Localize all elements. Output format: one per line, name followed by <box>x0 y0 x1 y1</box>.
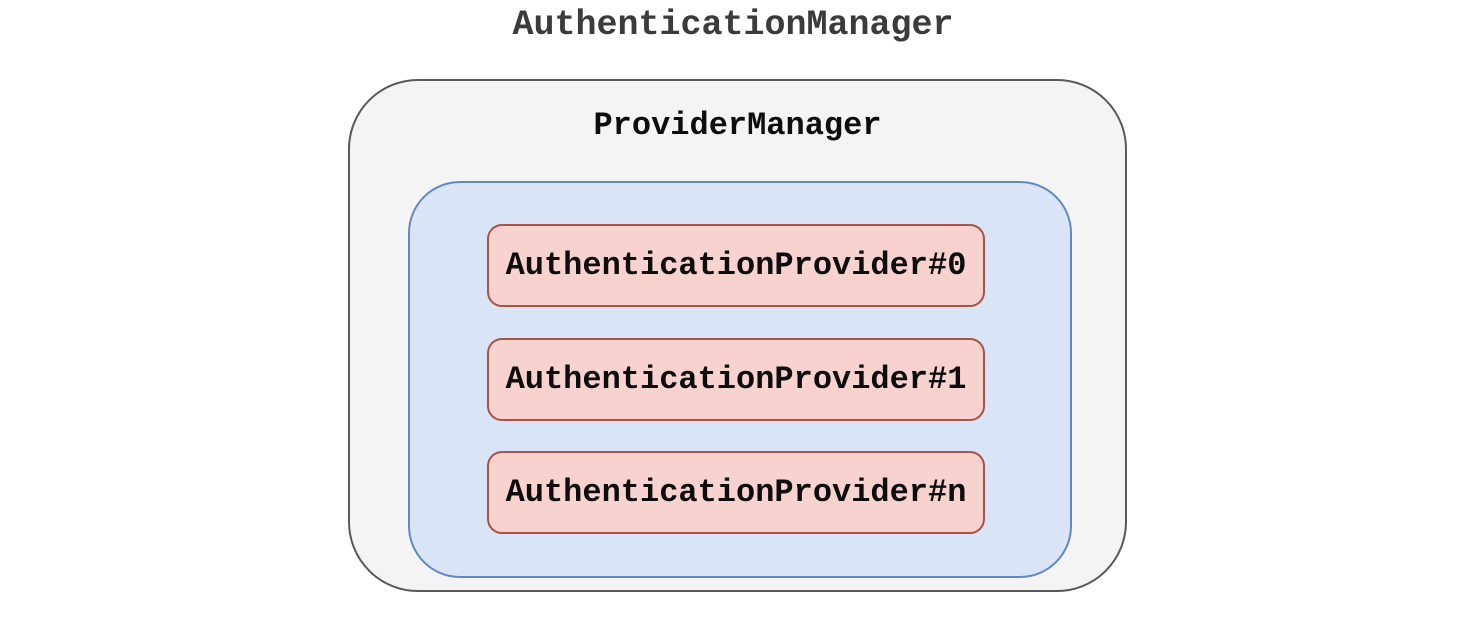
authentication-provider-n-box: AuthenticationProvider#n <box>487 451 985 534</box>
providers-group-box: AuthenticationProvider#0 AuthenticationP… <box>408 181 1072 578</box>
diagram-title: AuthenticationManager <box>512 5 954 45</box>
provider-manager-label: ProviderManager <box>593 107 882 144</box>
provider-manager-box: ProviderManager AuthenticationProvider#0… <box>348 79 1127 592</box>
authentication-provider-0-box: AuthenticationProvider#0 <box>487 224 985 307</box>
authentication-provider-1-box: AuthenticationProvider#1 <box>487 338 985 421</box>
